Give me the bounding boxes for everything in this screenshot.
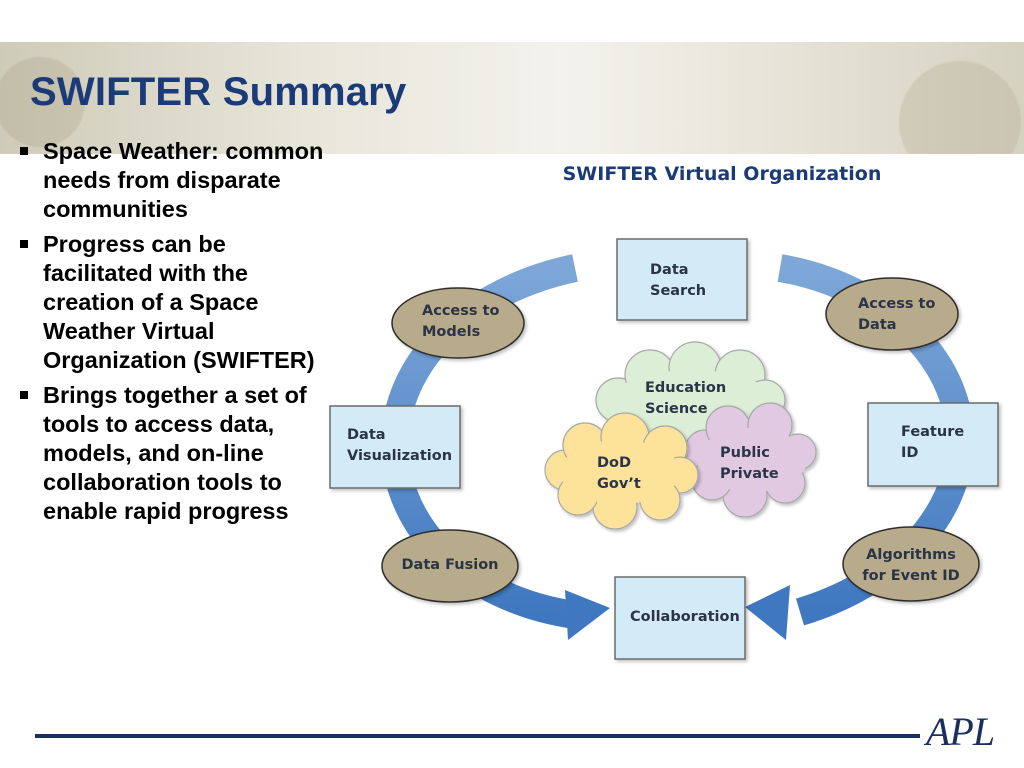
bullet-text: Progress can be facilitated with the cre… xyxy=(43,231,315,373)
cloud-label-line: DoD xyxy=(597,455,631,471)
box-feature-id: Feature ID xyxy=(867,402,999,487)
box-label-line: Feature xyxy=(901,424,964,440)
bullet-square-icon xyxy=(20,391,28,399)
box-data-search: Data Search xyxy=(616,238,748,321)
oval-label-line: Data Fusion xyxy=(402,557,499,573)
page-title: SWIFTER Summary xyxy=(30,70,407,114)
left-arrowhead-icon xyxy=(565,590,610,640)
oval-data-fusion: Data Fusion xyxy=(381,529,519,603)
cloud-label-line: Gov’t xyxy=(597,476,641,492)
cloud-dod-govt: DoD Gov’t xyxy=(544,412,699,530)
box-collaboration: Collaboration xyxy=(614,576,746,660)
oval-label-line: Access to xyxy=(422,303,499,319)
oval-label-line: for Event ID xyxy=(862,568,959,584)
apl-logo: APL xyxy=(926,709,995,754)
right-arrowhead-icon xyxy=(745,585,790,640)
oval-access-to-data: Access to Data xyxy=(825,277,959,351)
cloud-label-line: Education xyxy=(645,380,726,396)
footer-rule xyxy=(35,734,920,738)
diagram-title: SWIFTER Virtual Organization xyxy=(563,163,882,185)
cloud-public-private: Public Private xyxy=(684,402,817,518)
box-data-visualization: Data Visualization xyxy=(329,405,461,489)
box-label-line: Search xyxy=(650,283,706,299)
cloud-label-line: Science xyxy=(645,401,708,417)
oval-access-to-models: Access to Models xyxy=(391,287,525,359)
oval-label-line: Algorithms xyxy=(866,547,956,563)
oval-label-line: Data xyxy=(858,317,897,333)
cloud-label-line: Private xyxy=(720,466,779,482)
bullet-square-icon xyxy=(20,147,28,155)
bullet-text: Brings together a set of tools to access… xyxy=(43,382,307,524)
oval-label-line: Access to xyxy=(858,296,935,312)
bullet-item: Space Weather: common needs from dispara… xyxy=(16,137,336,224)
box-label-line: Visualization xyxy=(347,448,452,464)
bullet-item: Progress can be facilitated with the cre… xyxy=(16,230,336,375)
box-label-line: ID xyxy=(901,445,918,461)
box-label-line: Data xyxy=(347,427,386,443)
bullet-item: Brings together a set of tools to access… xyxy=(16,381,336,526)
bullet-square-icon xyxy=(20,240,28,248)
bullet-text: Space Weather: common needs from dispara… xyxy=(43,138,324,222)
cloud-label-line: Public xyxy=(720,445,770,461)
box-label-line: Data xyxy=(650,262,689,278)
oval-label-line: Models xyxy=(422,324,480,340)
header-band xyxy=(0,42,1024,154)
box-label-line: Collaboration xyxy=(630,609,740,625)
bullet-list: Space Weather: common needs from dispara… xyxy=(16,137,336,532)
oval-algorithms-for-event-id: Algorithms for Event ID xyxy=(842,526,980,602)
